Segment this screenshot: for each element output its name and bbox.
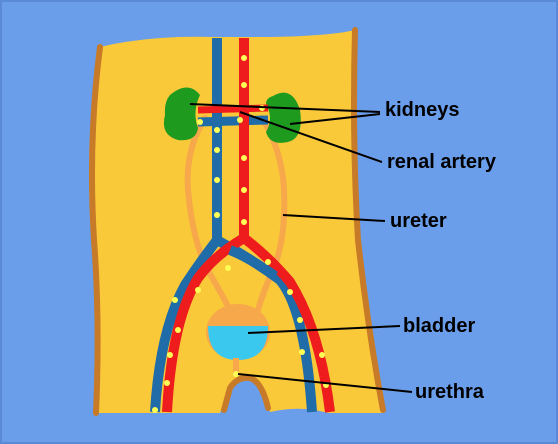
dot bbox=[197, 119, 203, 125]
label-renal-artery: renal artery bbox=[387, 151, 497, 173]
dot bbox=[167, 352, 173, 358]
dot bbox=[299, 349, 305, 355]
kidney-right bbox=[266, 93, 301, 143]
dot bbox=[241, 187, 247, 193]
dot bbox=[241, 155, 247, 161]
dot bbox=[265, 259, 271, 265]
dot bbox=[172, 297, 178, 303]
dot bbox=[241, 82, 247, 88]
dot bbox=[152, 407, 158, 413]
dot bbox=[241, 55, 247, 61]
dot bbox=[214, 177, 220, 183]
dot bbox=[164, 380, 170, 386]
dot bbox=[287, 289, 293, 295]
renal-vein bbox=[198, 120, 268, 122]
dot bbox=[319, 352, 325, 358]
dot bbox=[225, 265, 231, 271]
dot bbox=[214, 147, 220, 153]
dot bbox=[195, 287, 201, 293]
label-ureter: ureter bbox=[390, 210, 447, 232]
label-urethra: urethra bbox=[415, 381, 485, 403]
dot bbox=[237, 117, 243, 123]
dot bbox=[214, 212, 220, 218]
label-kidneys: kidneys bbox=[385, 99, 459, 121]
dot bbox=[214, 127, 220, 133]
renal-artery bbox=[198, 108, 268, 110]
label-bladder: bladder bbox=[403, 315, 475, 337]
dot bbox=[241, 219, 247, 225]
dot bbox=[297, 317, 303, 323]
dot bbox=[175, 327, 181, 333]
